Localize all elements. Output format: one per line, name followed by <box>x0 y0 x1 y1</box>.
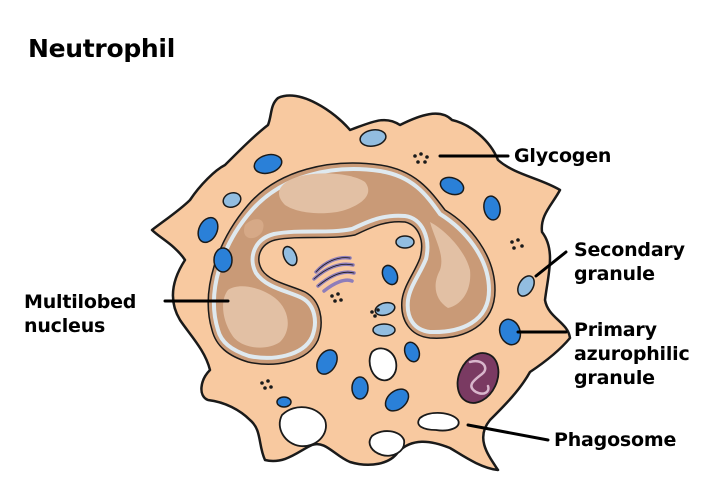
phagosomes <box>278 347 460 457</box>
glycogen-particles <box>260 152 524 390</box>
diagram-title: Neutrophil <box>28 34 175 63</box>
secondary-granules <box>222 129 535 337</box>
golgi-outline <box>313 257 355 287</box>
mitochondrion <box>456 352 500 404</box>
label-primary-granule: Primary azurophilic granule <box>574 319 690 389</box>
label-phagosome: Phagosome <box>554 429 677 451</box>
chromatin-patch <box>430 222 471 308</box>
leader-lines <box>163 154 568 442</box>
nuclear-envelope-rim <box>212 167 492 360</box>
label-glycogen: Glycogen <box>514 145 612 167</box>
secondary-granule-leader <box>534 250 568 278</box>
label-multilobed-nucleus: Multilobed nucleus <box>24 291 137 337</box>
chromatin-patch <box>223 286 288 348</box>
chromatin-patch <box>243 219 264 239</box>
chromatin-patch <box>278 173 369 214</box>
primary-granules <box>197 153 522 412</box>
label-secondary-granule: Secondary granule <box>574 239 685 285</box>
phagosome-leader <box>466 423 550 442</box>
